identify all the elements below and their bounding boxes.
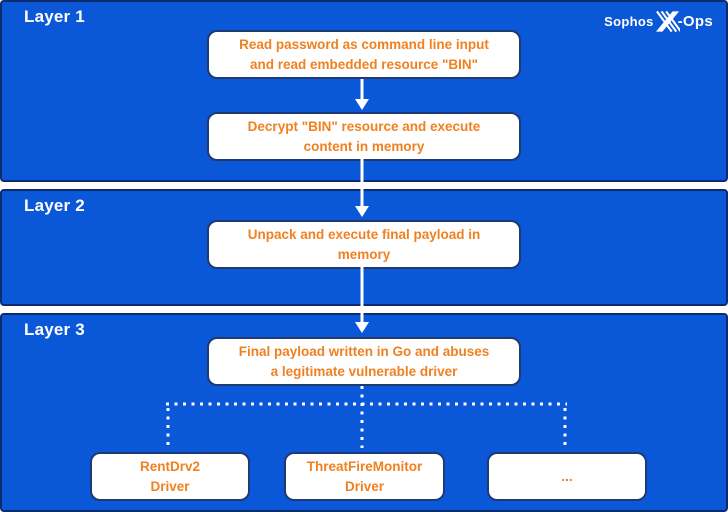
driver-threatfiremonitor-text: ThreatFireMonitor Driver [306, 458, 423, 494]
layer3-panel: Layer 3 Final payload written in Go and … [0, 313, 728, 512]
sophos-x-ops-logo: Sophos -Ops [604, 11, 713, 32]
driver-rentdrv2-text: RentDrv2 Driver [139, 458, 201, 494]
layer3-label: Layer 3 [24, 320, 85, 339]
layer2-label: Layer 2 [24, 196, 85, 215]
step-read-password-box: Read password as command line input and … [207, 30, 521, 79]
layer1-label: Layer 1 [24, 7, 85, 26]
driver-ellipsis-text: ... [561, 468, 573, 484]
step-final-payload-text: Final payload written in Go and abuses a… [238, 343, 490, 379]
x-glyph-icon [655, 11, 680, 32]
driver-threatfiremonitor-box: ThreatFireMonitor Driver [284, 452, 445, 501]
step-unpack-payload-box: Unpack and execute final payload in memo… [207, 220, 521, 269]
step-read-password-text: Read password as command line input and … [239, 36, 489, 72]
step-decrypt-bin-text: Decrypt "BIN" resource and execute conte… [247, 118, 481, 154]
driver-ellipsis-box: ... [487, 452, 647, 501]
step-final-payload-box: Final payload written in Go and abuses a… [207, 337, 521, 386]
logo-suffix-text: -Ops [677, 13, 713, 30]
step-unpack-payload-text: Unpack and execute final payload in memo… [247, 226, 481, 262]
layer2-panel: Layer 2 Unpack and execute final payload… [0, 189, 728, 306]
step-decrypt-bin-box: Decrypt "BIN" resource and execute conte… [207, 112, 521, 161]
layer1-panel: Layer 1 Sophos -Ops Read password as com… [0, 0, 728, 182]
driver-rentdrv2-box: RentDrv2 Driver [90, 452, 250, 501]
logo-brand-text: Sophos [604, 14, 654, 29]
